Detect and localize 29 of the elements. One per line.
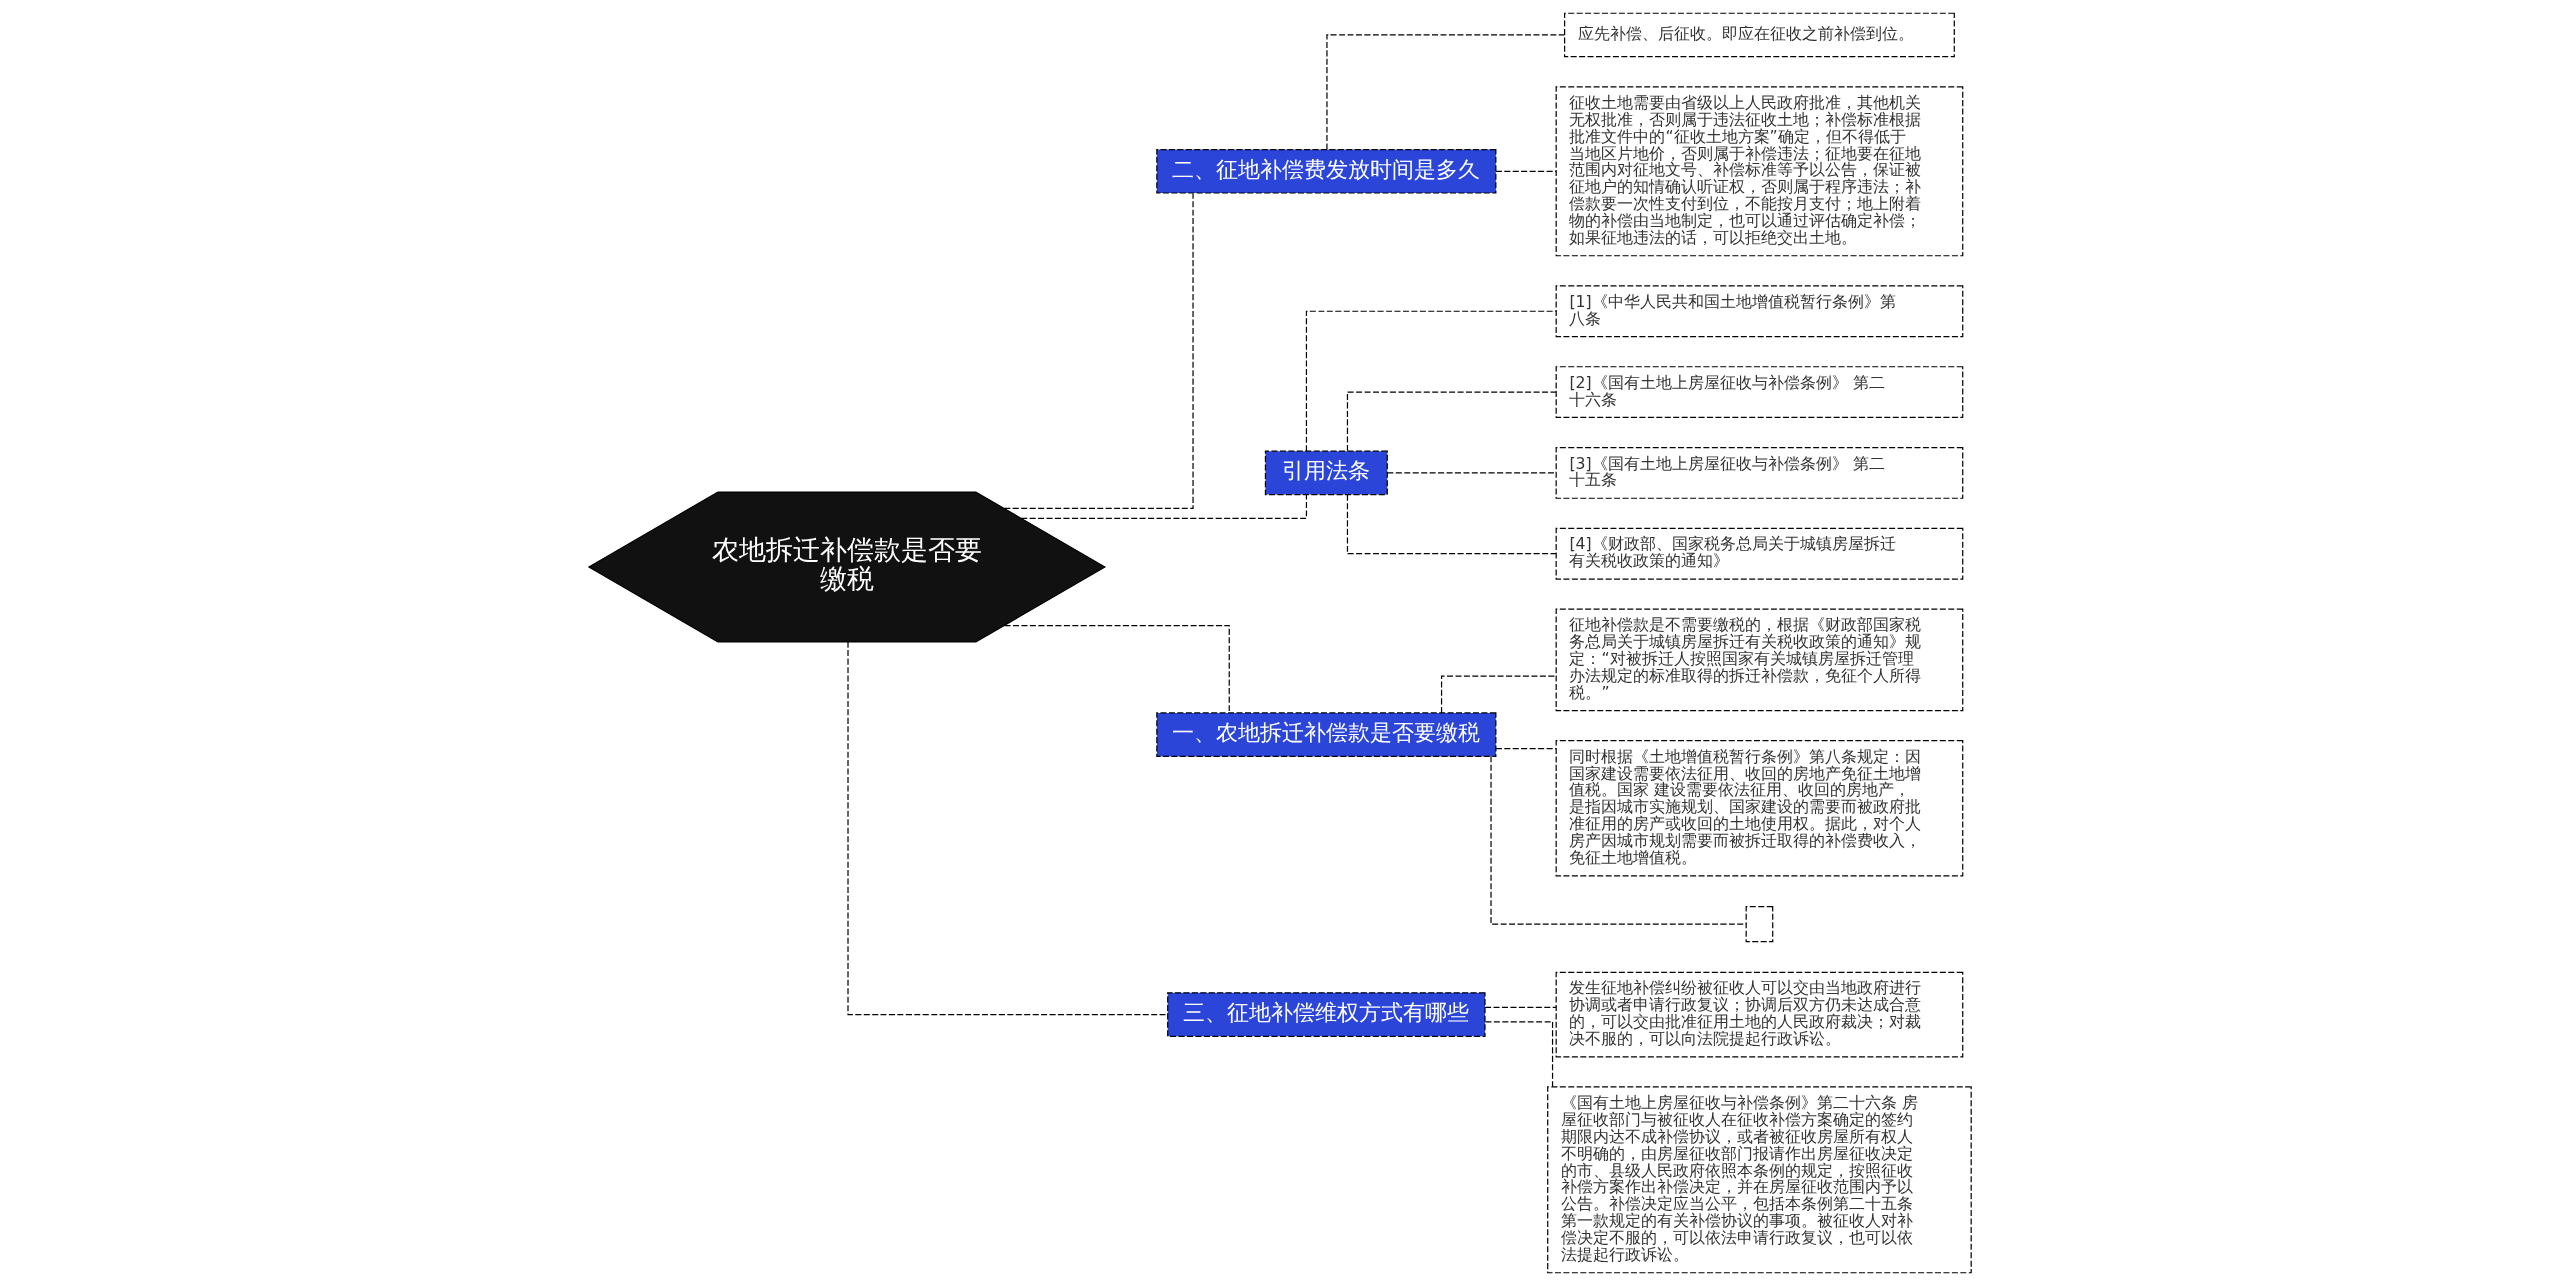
node-box: 征收土地需要由省级以上人民政府批准，其他机关无权批准，否则属于违法征收土地；补偿标准根据批准文件中的“征收土地方案”确定，但不得低于当地区片地价，否则属于补偿违法；征地要在征地范围内对征地文号、补偿标准等予以公告，保证被征地户的知情确认听证权，否则属于程序违法；补偿款要一次性支付到位，不能按月支付；地上附着物的补偿由当地制定，也可以通过评估确定补偿；如果征地违法的话，可以拒绝交出土地。 xyxy=(1555,86,1964,257)
node-box: 一、农地拆迁补偿款是否要缴税 xyxy=(1156,712,1497,757)
connector xyxy=(1346,494,1557,555)
connector xyxy=(1004,624,1230,714)
connector xyxy=(1305,310,1557,452)
connector xyxy=(1495,170,1557,172)
node-box: 发生征地补偿纠纷被征收人可以交由当地政府进行协调或者申请行政复议；协调后双方仍未达成合意的，可以交由批准征用土地的人民政府裁决；对裁决不服的，可以向法院提起行政诉讼。 xyxy=(1555,971,1964,1058)
connector xyxy=(1484,1021,1554,1088)
connector xyxy=(1326,34,1565,150)
node-box: 同时根据《土地增值税暂行条例》第八条规定：因国家建设需要依法征用、收回的房地产免征土地增值税。国家 建设需要依法征用、收回的房地产，是指因城市实施规划、国家建设的需要而被政府批准征用的房产或收回的土地使用权。据此，对个人房产因城市规划需要而被拆迁取得的补偿费收入，免征土地增值税。 xyxy=(1555,740,1964,877)
node-box: [1]《中华人民共和国土地增值税暂行条例》第八条 xyxy=(1555,285,1964,338)
connector xyxy=(1003,192,1194,509)
connector xyxy=(1386,472,1557,474)
node-box: [2]《国有土地上房屋征收与补偿条例》 第二十六条 xyxy=(1555,366,1964,418)
node-box: 二、征地补偿费发放时间是多久 xyxy=(1156,148,1497,194)
connector xyxy=(847,641,1168,1016)
node-box: [4]《财政部、国家税务总局关于城镇房屋拆迁有关税收政策的通知》 xyxy=(1555,527,1964,580)
connector xyxy=(1484,1006,1557,1008)
node-box: [3]《国有土地上房屋征收与补偿条例》 第二十五条 xyxy=(1555,446,1964,499)
connector xyxy=(1346,391,1557,452)
node-box: 三、征地补偿维权方式有哪些 xyxy=(1167,992,1486,1037)
node-box: 引用法条 xyxy=(1264,450,1388,496)
node-box: 《国有土地上房屋征收与补偿条例》第二十六条 房屋征收部门与被征收人在征收补偿方案确定的签约期限内达不成补偿协议，或者被征收房屋所有权人不明确的，由房屋征收部门报请作出房屋征收决定的市、县级人民政府依照本条例的规定，按照征收补偿方案作出补偿决定，并在房屋征收范围内予以公告。补偿决定应当公平，包括本条例第二十五条第一款规定的有关补偿协议的事项。被征收人对补偿决定不服的，可以依法申请行政复议，也可以依法提起行政诉讼。 xyxy=(1547,1086,1972,1274)
connector xyxy=(1440,675,1557,714)
node-box xyxy=(1745,906,1774,943)
connector xyxy=(1495,747,1557,750)
node-box: 应先补偿、后征收。即应在征收之前补偿到位。 xyxy=(1564,12,1955,58)
node-box: 征地补偿款是不需要缴税的，根据《财政部国家税务总局关于城镇房屋拆迁有关税收政策的通知》规定：“对被拆迁人按照国家有关城镇房屋拆迁管理办法规定的标准取得的拆迁补偿款，免征个人所得税。” xyxy=(1555,608,1964,712)
connector xyxy=(1490,755,1747,925)
